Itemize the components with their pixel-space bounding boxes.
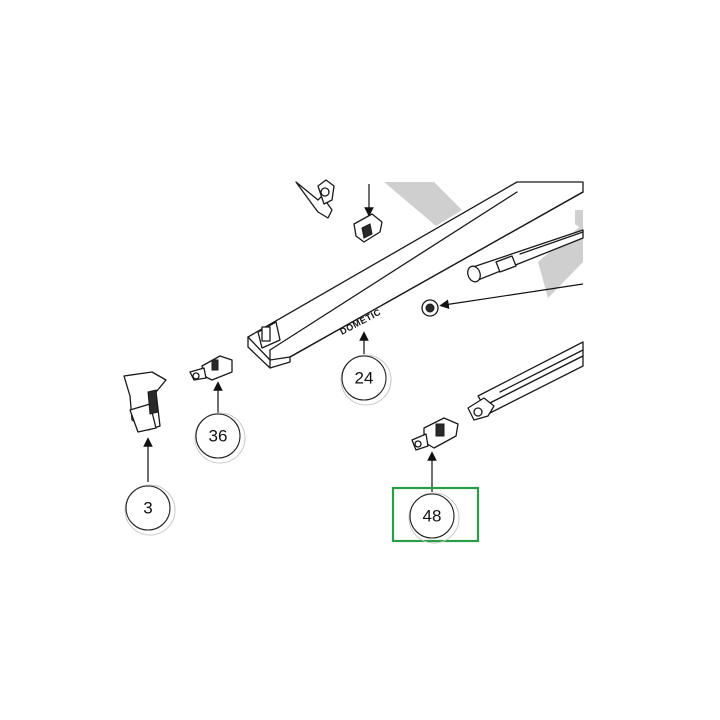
bracket-part-3 xyxy=(123,371,167,482)
grommet-part xyxy=(421,283,584,317)
roller-tube xyxy=(467,229,584,283)
callout-48: 48 xyxy=(391,486,480,544)
rail-clip-part xyxy=(353,184,383,243)
connector-part-36 xyxy=(189,355,233,414)
callout-label-24: 24 xyxy=(355,369,374,388)
awning-rail: DOMETIC xyxy=(247,181,584,369)
callout-24: 24 xyxy=(340,354,392,406)
upper-clip-part xyxy=(295,179,335,219)
callout-label-3: 3 xyxy=(143,499,152,518)
highlight-box xyxy=(391,486,480,543)
callout-3: 3 xyxy=(124,484,176,536)
connector-part-48 xyxy=(411,417,459,492)
callout-36: 36 xyxy=(194,412,246,464)
callout-label-36: 36 xyxy=(209,427,228,446)
callout-label-48: 48 xyxy=(423,507,442,526)
lower-rail xyxy=(467,341,584,421)
